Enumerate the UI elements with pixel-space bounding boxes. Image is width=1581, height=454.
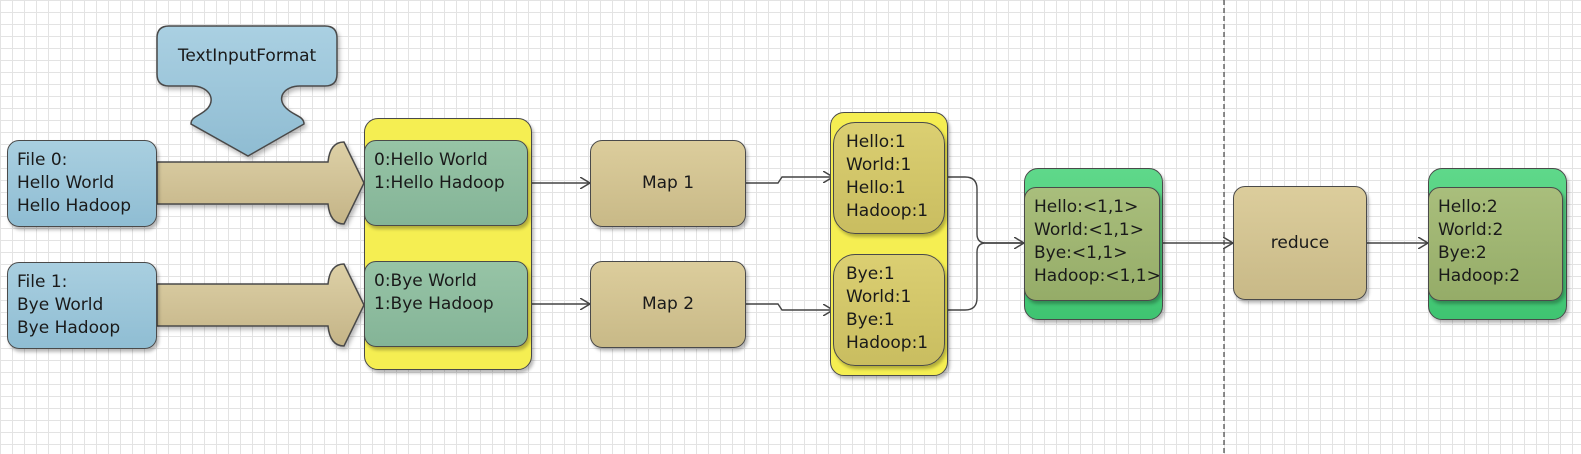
input-block-arrow-1 <box>156 141 365 225</box>
map-1-box: Map 1 <box>590 140 746 227</box>
result-line-1: Hello:2 <box>1438 197 1498 217</box>
map1-output-line-4: Hadoop:1 <box>846 201 929 221</box>
input-file-0: File 0: Hello World Hello Hadoop <box>7 140 157 227</box>
file-0-line-1: File 0: <box>17 150 68 170</box>
map2-to-output2-connector <box>746 303 833 310</box>
output2-to-shuffle-connector <box>945 242 1024 311</box>
input-file-1: File 1: Bye World Bye Hadoop <box>7 262 157 349</box>
result-line-3: Bye:2 <box>1438 243 1487 263</box>
file-1-line-2: Bye World <box>17 295 104 315</box>
map-2-label: Map 2 <box>641 294 695 314</box>
kv2-line-1: 0:Bye World <box>374 271 477 291</box>
kv2-line-2: 1:Bye Hadoop <box>374 294 494 314</box>
map1-to-output1-connector <box>746 177 833 184</box>
map-2-output: Bye:1 World:1 Bye:1 Hadoop:1 <box>833 254 945 366</box>
reduce-box: reduce <box>1233 186 1367 300</box>
input-block-arrow-2 <box>156 263 365 347</box>
shuffle-line-4: Hadoop:<1,1> <box>1034 266 1161 286</box>
result-line-2: World:2 <box>1438 220 1504 240</box>
map2-output-line-4: Hadoop:1 <box>846 333 929 353</box>
file-1-line-3: Bye Hadoop <box>17 318 121 338</box>
map-2-box: Map 2 <box>590 261 746 348</box>
shuffle-line-3: Bye:<1,1> <box>1034 243 1128 263</box>
kv1-line-1: 0:Hello World <box>374 150 488 170</box>
map1-output-line-1: Hello:1 <box>846 132 906 152</box>
shuffle-box: Hello:<1,1> World:<1,1> Bye:<1,1> Hadoop… <box>1024 187 1161 301</box>
map2-output-line-1: Bye:1 <box>846 264 895 284</box>
key-value-box-2: 0:Bye World 1:Bye Hadoop <box>364 261 528 347</box>
file-0-line-2: Hello World <box>17 173 115 193</box>
file-1-line-1: File 1: <box>17 272 68 292</box>
map-1-output: Hello:1 World:1 Hello:1 Hadoop:1 <box>833 122 945 234</box>
map2-output-line-3: Bye:1 <box>846 310 895 330</box>
text-input-format-callout <box>156 25 338 157</box>
result-line-4: Hadoop:2 <box>1438 266 1521 286</box>
map2-output-line-2: World:1 <box>846 287 912 307</box>
map1-output-line-2: World:1 <box>846 155 912 175</box>
output1-to-shuffle-connector <box>945 176 1024 243</box>
reduce-label: reduce <box>1270 232 1330 253</box>
kv1-line-2: 1:Hello Hadoop <box>374 173 505 193</box>
map1-output-line-3: Hello:1 <box>846 178 906 198</box>
shuffle-line-2: World:<1,1> <box>1034 220 1144 240</box>
result-box: Hello:2 World:2 Bye:2 Hadoop:2 <box>1428 187 1563 301</box>
shuffle-line-1: Hello:<1,1> <box>1034 197 1139 217</box>
text-input-format-label: TextInputFormat <box>177 46 317 66</box>
file-0-line-3: Hello Hadoop <box>17 196 132 216</box>
map-1-label: Map 1 <box>641 173 695 193</box>
key-value-box-1: 0:Hello World 1:Hello Hadoop <box>364 140 528 226</box>
